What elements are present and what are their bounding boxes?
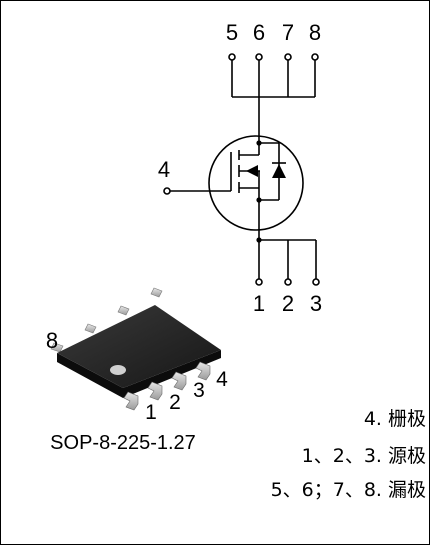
pin-label-7: 7 <box>282 20 294 45</box>
package-name: SOP-8-225-1.27 <box>50 432 196 454</box>
pin-label-3: 3 <box>310 291 322 316</box>
gate-pin-label: 4 <box>158 157 170 182</box>
pin-label-1: 1 <box>253 291 265 316</box>
legend-source: 1、2、3. 源极 <box>301 445 426 467</box>
channel-arrow-icon <box>246 165 258 177</box>
sop8-package-image <box>50 287 221 411</box>
package-lead-label-4: 4 <box>216 368 228 391</box>
pin-label-8: 8 <box>309 20 321 45</box>
package-pin8-label: 8 <box>46 328 58 353</box>
legend-gate: 4. 栅极 <box>363 408 426 430</box>
package-lead-label-3: 3 <box>193 379 205 402</box>
pin-label-5: 5 <box>226 20 238 45</box>
pin-label-2: 2 <box>282 291 294 316</box>
package-lead-label-1: 1 <box>145 401 157 424</box>
source-terminals <box>255 239 320 286</box>
mosfet-symbol <box>163 135 304 240</box>
drain-terminals <box>228 53 319 143</box>
body-diode-icon <box>272 164 286 178</box>
package-lead-label-2: 2 <box>169 391 181 414</box>
mosfet-fills <box>246 140 286 243</box>
pin-label-6: 6 <box>253 20 265 45</box>
legend-drain: 5、6；7、8. 漏极 <box>270 479 426 501</box>
